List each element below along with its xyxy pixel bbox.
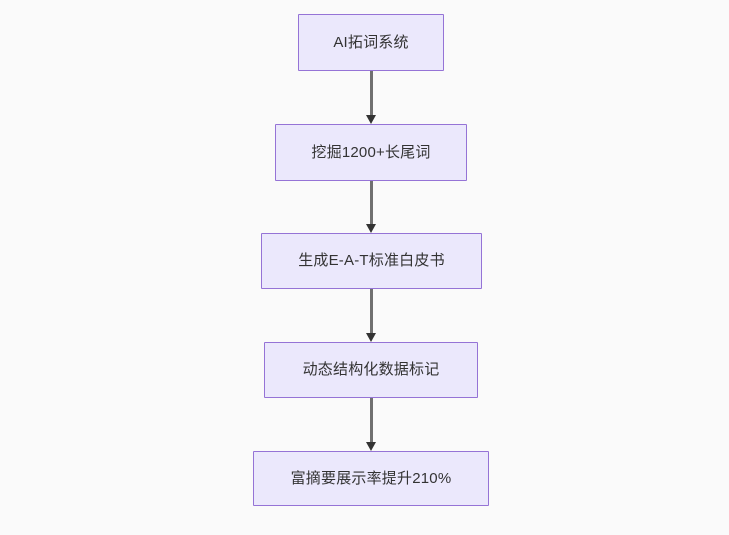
arrow-head-icon xyxy=(365,224,376,233)
flow-edge-line xyxy=(369,181,373,224)
flow-node-label: AI拓词系统 xyxy=(333,33,409,51)
flow-node-ai-keyword-system[interactable]: AI拓词系统 xyxy=(298,14,444,71)
flow-node-dynamic-structured-data[interactable]: 动态结构化数据标记 xyxy=(264,342,478,398)
flow-node-rich-snippet-uplift[interactable]: 富摘要展示率提升210% xyxy=(253,451,489,506)
arrow-head-icon xyxy=(365,333,376,342)
arrow-head-icon xyxy=(365,115,376,124)
flow-node-label: 动态结构化数据标记 xyxy=(302,361,440,378)
flow-node-mine-longtail-keywords[interactable]: 挖掘1200+长尾词 xyxy=(275,124,467,181)
flow-node-label: 挖掘1200+长尾词 xyxy=(311,143,431,161)
flow-node-generate-eat-whitepaper[interactable]: 生成E-A-T标准白皮书 xyxy=(261,233,482,289)
flow-node-label: 富摘要展示率提升210% xyxy=(290,469,452,487)
flow-edge-line xyxy=(369,398,373,442)
arrow-head-icon xyxy=(365,442,376,451)
flow-node-label: 生成E-A-T标准白皮书 xyxy=(298,252,445,269)
flow-edge-line xyxy=(369,289,373,333)
flow-edge-line xyxy=(369,71,373,115)
